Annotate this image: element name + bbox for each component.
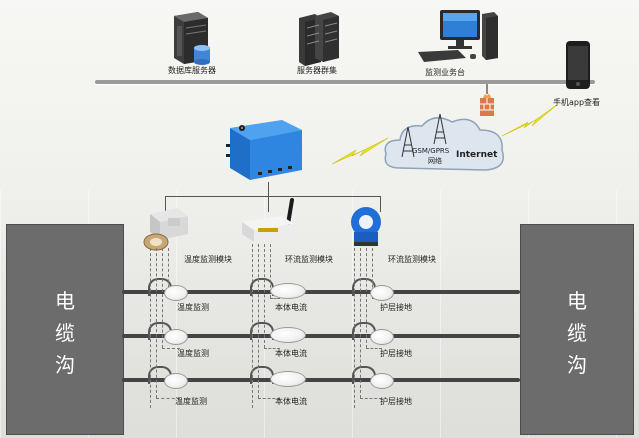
wire-temp-h2 <box>162 348 180 349</box>
mobile-app-label: 手机app查看 <box>553 98 601 107</box>
monitor-workstation-icon <box>410 8 500 66</box>
gsm-label: GSM/GPRS <box>412 147 450 155</box>
temp-sensor-label-3: 温度监测 <box>175 397 207 406</box>
wire-current-d <box>270 244 271 298</box>
distribution-bus <box>165 196 380 197</box>
power-cable-2 <box>122 334 520 338</box>
trench-left-char-3: 沟 <box>55 353 75 377</box>
wire-current-h3 <box>258 398 280 399</box>
gateway-device-icon <box>222 114 306 184</box>
trench-left-char-2: 缆 <box>55 321 75 345</box>
network-bus <box>95 80 595 84</box>
sheath-ground-label-2: 护层接地 <box>380 349 412 358</box>
firewall-link <box>486 84 488 94</box>
body-current-sensor-2 <box>270 327 306 343</box>
distribution-drop-2 <box>268 196 269 212</box>
sheath-ground-sensor-1 <box>370 285 394 301</box>
current-module-2-label: 环流监测模块 <box>388 255 436 264</box>
temperature-sensor-3 <box>164 373 188 389</box>
body-current-sensor-3 <box>270 371 306 387</box>
database-server-label: 数据库服务器 <box>168 66 216 75</box>
server-cluster-label: 服务器群集 <box>297 66 337 75</box>
antenna-tower-icon <box>400 125 416 159</box>
sheath-ground-sensor-2 <box>370 329 394 345</box>
gsm-sub-label: 网络 <box>428 157 442 165</box>
sheath-ground-label-1: 护层接地 <box>380 303 412 312</box>
temp-sensor-label-1: 温度监测 <box>177 303 209 312</box>
power-cable-1 <box>122 290 520 294</box>
database-server-icon <box>168 10 212 66</box>
wire-current-a <box>252 244 253 408</box>
trench-right-char-1: 电 <box>567 289 587 313</box>
sheath-ground-sensor-3 <box>370 373 394 389</box>
network-cloud <box>380 110 510 180</box>
wire-ground-c <box>366 248 367 348</box>
wireless-link-icon-2 <box>500 100 560 140</box>
body-current-sensor-1 <box>270 283 306 299</box>
body-current-label-3: 本体电流 <box>275 397 307 406</box>
trench-right-char-2: 缆 <box>567 321 587 345</box>
power-cable-3 <box>122 378 520 382</box>
wire-temp-h3 <box>156 398 180 399</box>
distribution-drop-1 <box>165 196 166 212</box>
wire-ground-h2 <box>366 348 382 349</box>
server-cluster-icon <box>297 10 341 66</box>
wire-current-h1 <box>270 298 280 299</box>
current-module-icon <box>238 198 302 246</box>
mobile-phone-icon <box>565 40 591 90</box>
wire-current-b <box>258 244 259 398</box>
wire-current-h2 <box>264 348 280 349</box>
distribution-drop-3 <box>380 196 381 212</box>
temperature-sensor-2 <box>164 329 188 345</box>
wire-ground-a <box>354 248 355 408</box>
wireless-link-icon <box>330 130 390 170</box>
monitor-station-label: 监测业务台 <box>425 68 465 77</box>
cable-trench-right: 电 缆 沟 <box>520 224 634 435</box>
antenna-tower-icon-2 <box>432 112 448 146</box>
body-current-label-2: 本体电流 <box>275 349 307 358</box>
gateway-drop-line <box>268 182 269 196</box>
temp-sensor-label-2: 温度监测 <box>177 349 209 358</box>
trench-left-char-1: 电 <box>55 289 75 313</box>
internet-label: Internet <box>456 150 498 160</box>
sheath-ground-label-3: 护层接地 <box>380 397 412 406</box>
wire-ground-b <box>360 248 361 398</box>
wire-current-c <box>264 244 265 348</box>
wire-temp-c <box>162 248 163 348</box>
wire-temp-d <box>168 248 169 298</box>
temperature-module-icon <box>138 204 194 254</box>
cable-trench-left: 电 缆 沟 <box>6 224 124 435</box>
body-current-label-1: 本体电流 <box>275 303 307 312</box>
temperature-module-label: 温度监测模块 <box>184 255 232 264</box>
current-module-1-label: 环流监测模块 <box>285 255 333 264</box>
wire-ground-h3 <box>360 398 382 399</box>
firewall-icon <box>478 92 496 118</box>
wire-temp-b <box>156 248 157 398</box>
wire-ground-d <box>372 248 373 298</box>
current-transformer-icon <box>344 204 388 250</box>
temperature-sensor-1 <box>164 285 188 301</box>
wire-temp-a <box>150 248 151 408</box>
trench-right-char-3: 沟 <box>567 353 587 377</box>
